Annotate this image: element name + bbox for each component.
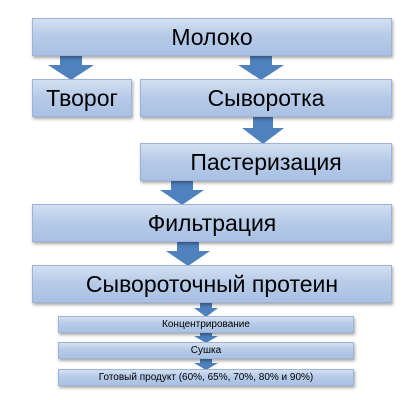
arrow-shape: [194, 303, 218, 317]
node-milk: Молоко: [32, 18, 392, 56]
arrow-concentration-to-drying: [194, 333, 218, 343]
node-pasteurization: Пастеризация: [140, 143, 392, 181]
node-filtration-label: Фильтрация: [147, 209, 277, 236]
node-whey-protein-label: Сывороточный протеин: [85, 270, 339, 297]
node-drying-label: Сушка: [190, 345, 222, 356]
node-milk-label: Молоко: [171, 23, 253, 50]
node-final-product: Готовый продукт (60%, 65%, 70%, 80% и 90…: [58, 369, 354, 386]
arrow-milk-to-curd: [48, 56, 94, 80]
arrow-protein-to-concentration: [194, 303, 218, 317]
node-concentration-label: Концентрирование: [162, 319, 250, 330]
arrow-milk-to-whey: [238, 56, 284, 80]
arrow-shape: [238, 56, 284, 80]
node-curd: Творог: [32, 79, 132, 117]
arrow-shape: [194, 333, 218, 343]
node-curd-label: Творог: [46, 84, 118, 111]
node-final-product-label: Готовый продукт (60%, 65%, 70%, 80% и 90…: [98, 372, 314, 383]
arrow-filtration-to-protein: [166, 242, 210, 266]
arrow-shape: [166, 242, 210, 266]
node-whey: Сыворотка: [140, 79, 392, 117]
arrow-shape: [160, 181, 204, 205]
node-pasteurization-label: Пастеризация: [190, 148, 342, 175]
arrow-shape: [194, 359, 218, 370]
arrow-shape: [242, 117, 284, 144]
node-concentration: Концентрирование: [58, 316, 354, 333]
node-filtration: Фильтрация: [32, 204, 392, 242]
node-drying: Сушка: [58, 342, 354, 359]
node-whey-label: Сыворотка: [207, 84, 325, 111]
arrow-drying-to-final: [194, 359, 218, 370]
arrow-pasteurization-to-filtration: [160, 181, 204, 205]
arrow-whey-to-pasteurization: [242, 117, 284, 144]
node-whey-protein: Сывороточный протеин: [32, 265, 392, 303]
arrow-shape: [48, 56, 94, 80]
